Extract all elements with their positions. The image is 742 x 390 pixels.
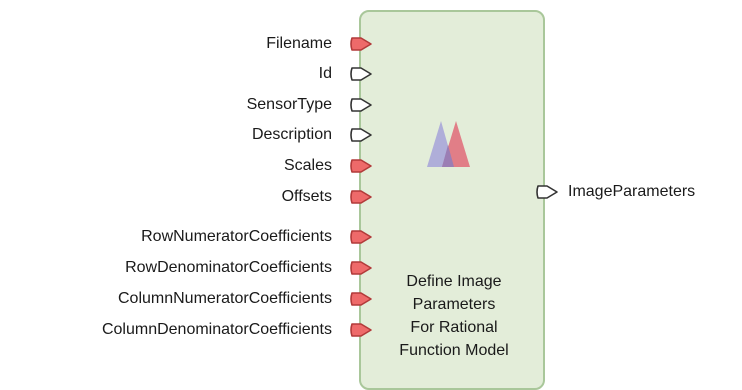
- input-label-rownumeratorcoefficients: RowNumeratorCoefficients: [141, 228, 332, 245]
- input-grip-offsets[interactable]: [348, 187, 376, 207]
- input-grip-scales[interactable]: [348, 156, 376, 176]
- input-grip-rowdenominatorcoefficients[interactable]: [348, 258, 376, 278]
- input-label-id: Id: [318, 65, 332, 82]
- input-grip-filename[interactable]: [348, 34, 376, 54]
- component-body[interactable]: [359, 10, 545, 390]
- input-label-rowdenominatorcoefficients: RowDenominatorCoefficients: [125, 259, 332, 276]
- input-label-offsets: Offsets: [281, 188, 332, 205]
- input-label-description: Description: [251, 126, 332, 143]
- input-label-filename: Filename: [266, 35, 332, 52]
- input-grip-columndenominatorcoefficients[interactable]: [348, 320, 376, 340]
- input-grip-description[interactable]: [348, 125, 376, 145]
- component-title-line: Function Model: [399, 342, 509, 359]
- input-grip-columnnumeratorcoefficients[interactable]: [348, 289, 376, 309]
- input-grip-sensortype[interactable]: [348, 95, 376, 115]
- rational-function-logo-icon: [424, 117, 480, 174]
- component-title-line: Define Image: [406, 273, 502, 290]
- component-title: Define Image Parameters For Rational Fun…: [366, 270, 542, 362]
- input-grip-id[interactable]: [348, 64, 376, 84]
- input-label-sensortype: SensorType: [246, 96, 332, 113]
- output-label-imageparameters: ImageParameters: [568, 183, 696, 200]
- output-grip-imageparameters[interactable]: [534, 182, 562, 202]
- input-grip-rownumeratorcoefficients[interactable]: [348, 227, 376, 247]
- component-title-line: For Rational: [410, 319, 498, 336]
- input-label-columndenominatorcoefficients: ColumnDenominatorCoefficients: [101, 321, 332, 338]
- component-title-line: Parameters: [412, 296, 496, 313]
- input-label-columnnumeratorcoefficients: ColumnNumeratorCoefficients: [117, 290, 332, 307]
- input-label-scales: Scales: [283, 157, 332, 174]
